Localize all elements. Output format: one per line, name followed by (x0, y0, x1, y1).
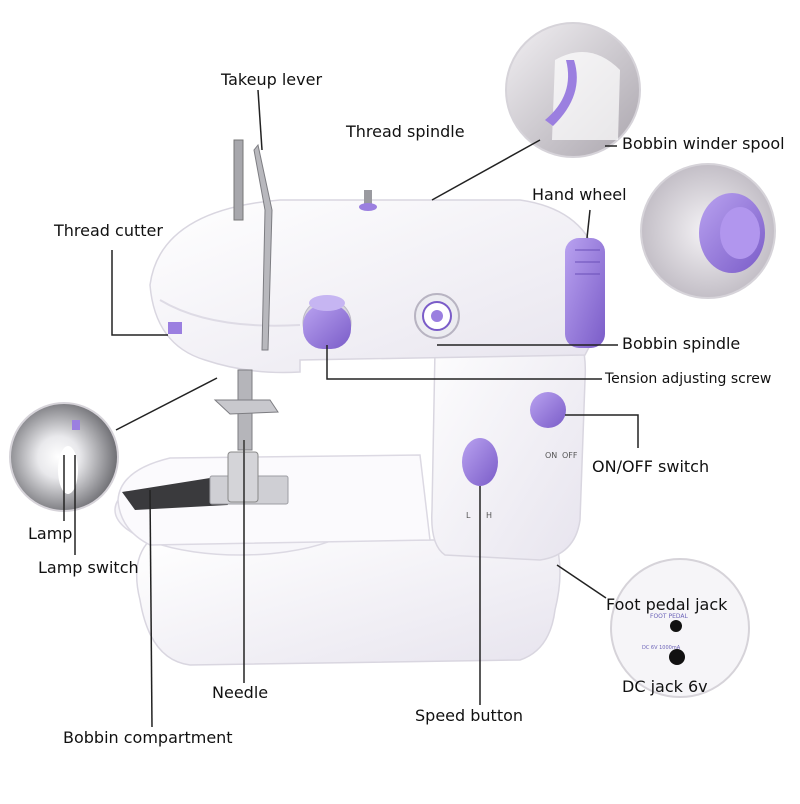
leader-thread-spindle (431, 139, 541, 201)
bobbin-spindle-dial (414, 293, 460, 339)
leader-lamp-inset (115, 377, 218, 431)
leader-bobbin-compartment (149, 489, 153, 728)
label-tension-adjusting-screw: Tension adjusting screw (605, 371, 772, 387)
label-lamp-switch: Lamp switch (38, 558, 139, 577)
speed-high-mark: H (486, 511, 492, 520)
label-on-off-switch: ON/OFF switch (592, 457, 710, 476)
leader-on-off (565, 414, 639, 448)
label-thread-spindle: Thread spindle (346, 122, 465, 141)
speed-button-knob (462, 438, 498, 486)
needle-bar-assembly (213, 139, 279, 503)
machine-arm (149, 199, 602, 374)
switch-on-mark: ON (545, 451, 557, 460)
leader-lines (63, 89, 639, 728)
dc-small-mark: DC 6V 1000mA (642, 645, 681, 651)
label-lamp: Lamp (28, 524, 73, 543)
leader-thread-cutter (111, 250, 168, 336)
label-bobbin-spindle: Bobbin spindle (622, 334, 741, 353)
leader-hand-wheel (586, 209, 591, 239)
leader-foot-pedal (556, 564, 607, 599)
inset-hand-wheel (640, 163, 776, 299)
label-speed-button: Speed button (415, 706, 524, 725)
thread-spindle-pin (359, 190, 377, 211)
on-off-switch (530, 392, 566, 428)
label-hand-wheel: Hand wheel (532, 185, 627, 204)
tension-knob (302, 295, 352, 349)
switch-off-mark: OFF (562, 451, 578, 460)
inset-jacks (610, 558, 750, 698)
hand-wheel (565, 238, 605, 348)
inset-bobbin-winder (505, 22, 641, 158)
label-dc-jack: DC jack 6v (622, 677, 708, 696)
machine-marks: ON OFF L H FOOT PEDAL DC 6V 1000mA (466, 451, 688, 651)
label-bobbin-winder-spool: Bobbin winder spool (622, 134, 785, 153)
leader-tension-screw (326, 345, 602, 380)
label-thread-cutter: Thread cutter (54, 221, 163, 240)
leader-takeup-lever (257, 89, 263, 151)
foot-pedal-small-mark: FOOT PEDAL (650, 613, 688, 620)
label-foot-pedal-jack: Foot pedal jack (606, 595, 728, 614)
label-needle: Needle (212, 683, 269, 702)
label-bobbin-compartment: Bobbin compartment (63, 728, 233, 747)
label-takeup-lever: Takeup lever (221, 70, 323, 89)
speed-low-mark: L (466, 511, 471, 520)
